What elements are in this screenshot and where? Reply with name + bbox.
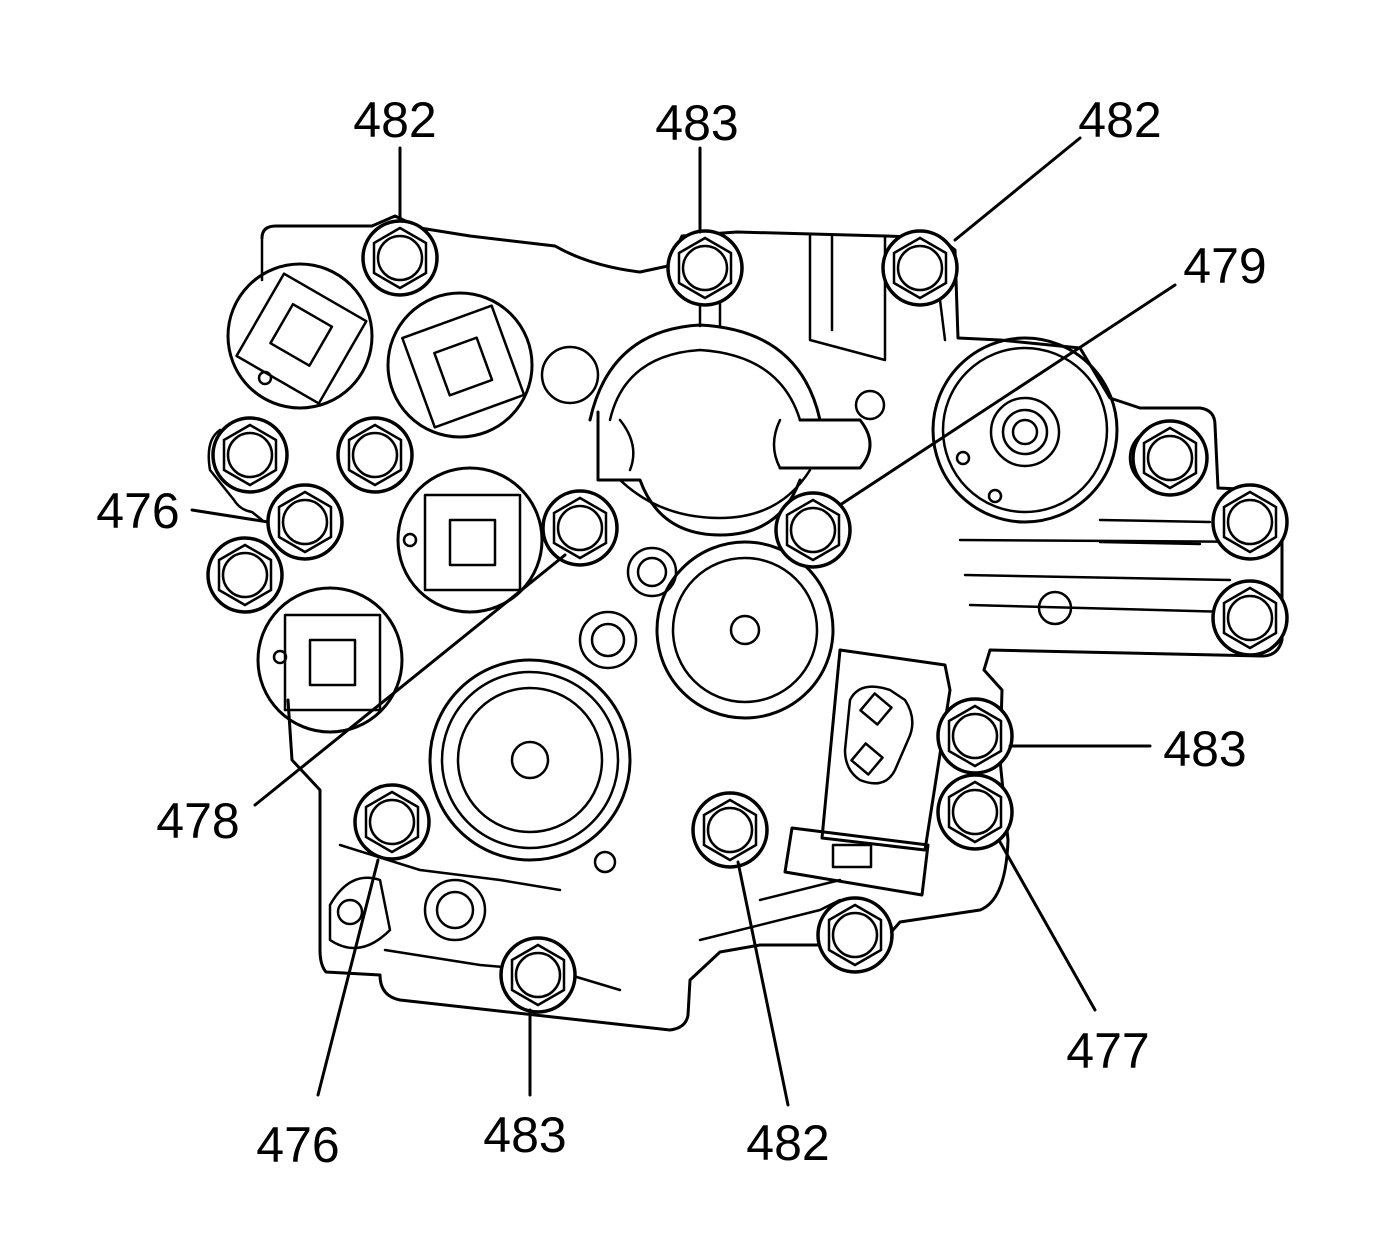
bolt (1211, 483, 1289, 561)
bolt (936, 773, 1014, 851)
callout-482-top-left: 482 (353, 92, 436, 148)
bolt (881, 229, 959, 307)
bolt-group (206, 219, 1289, 1014)
accumulator-center (655, 540, 835, 720)
leader-477 (998, 840, 1097, 1012)
callout-labels: 482 483 482 479 476 483 478 477 476 483 … (96, 92, 1266, 1173)
callout-476-bottom: 476 (256, 1117, 339, 1173)
accumulator-lower (428, 658, 632, 862)
solenoid-center (396, 466, 544, 614)
valve-body-housing (207, 214, 1284, 1032)
bolt (361, 219, 439, 297)
callout-482-top-right: 482 (1078, 92, 1161, 148)
accumulator-upper-right (931, 336, 1119, 524)
solenoid-upper-left (226, 262, 374, 410)
bolt (541, 489, 619, 567)
leader-482-bottom (736, 860, 790, 1107)
callout-476-left: 476 (96, 483, 179, 539)
leader-476-left (190, 508, 270, 524)
leader-476-bottom (316, 858, 380, 1097)
leader-482-top-right (953, 136, 1082, 242)
bolt (266, 483, 344, 561)
bolt (353, 783, 431, 861)
bolt (666, 229, 744, 307)
solenoid-upper-mid (386, 291, 534, 439)
callout-483-top: 483 (655, 95, 738, 151)
bolt (206, 536, 284, 614)
callout-479: 479 (1183, 238, 1266, 294)
solenoid-lower-left (256, 586, 404, 734)
small-ports (423, 345, 1192, 942)
leader-478 (253, 553, 567, 807)
callout-483-bottom: 483 (483, 1107, 566, 1163)
leader-lines (190, 136, 1177, 1107)
bolt (1211, 579, 1289, 657)
bolt (336, 416, 414, 494)
bolt (211, 416, 289, 494)
bolt (936, 697, 1014, 775)
bolt (816, 896, 894, 974)
manual-valve-lever (783, 648, 952, 897)
callout-483-right: 483 (1163, 721, 1246, 777)
bolt (1131, 419, 1209, 497)
bolt (499, 936, 577, 1014)
callout-482-bottom: 482 (746, 1115, 829, 1171)
bolt (774, 491, 852, 569)
bolt (691, 791, 769, 869)
callout-478: 478 (156, 793, 239, 849)
callout-477: 477 (1066, 1023, 1149, 1079)
center-bore-housing (588, 298, 872, 537)
leader-479 (838, 283, 1177, 507)
